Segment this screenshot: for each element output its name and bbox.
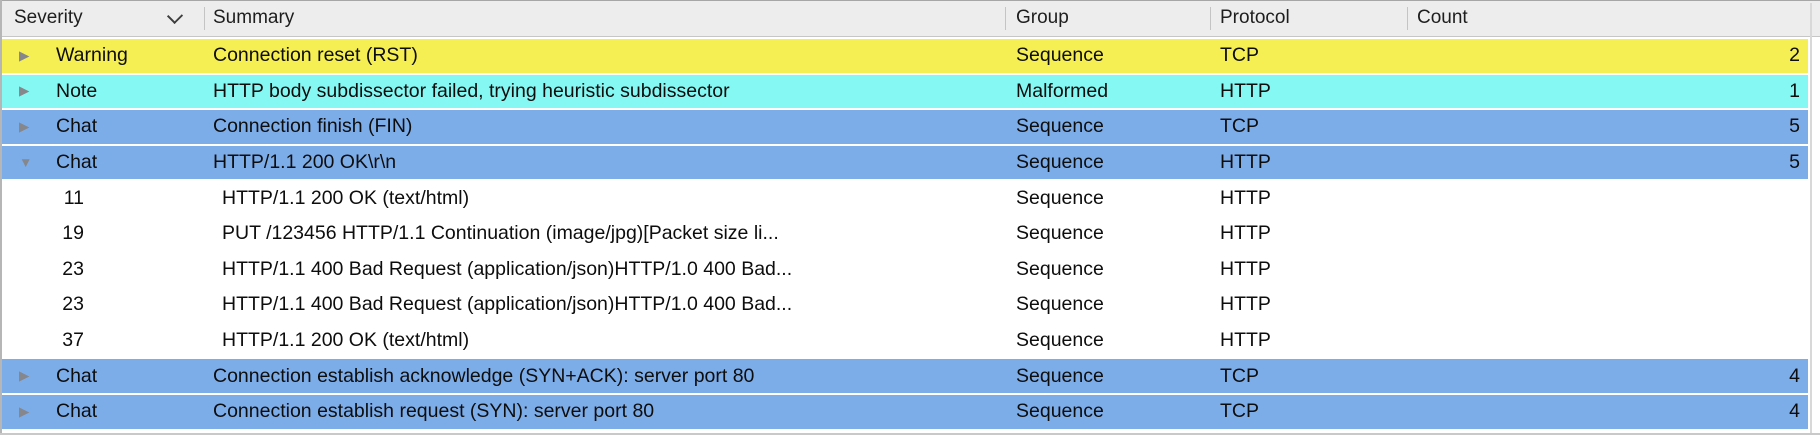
count-cell (1408, 324, 1808, 358)
severity-label: Note (56, 79, 98, 102)
group-cell: Sequence (1016, 44, 1104, 67)
expert-table-body: ▶ Warning Connection reset (RST) Sequenc… (0, 39, 1820, 431)
table-row[interactable]: 23 HTTP/1.1 400 Bad Request (application… (0, 252, 1808, 289)
protocol-cell: TCP (1220, 400, 1259, 423)
group-cell: Sequence (1016, 222, 1104, 245)
group-cell: Malformed (1016, 79, 1109, 102)
protocol-cell: HTTP (1220, 222, 1271, 245)
summary-cell: Connection finish (FIN) (213, 115, 413, 138)
group-cell: Sequence (1016, 400, 1104, 423)
table-row[interactable]: 19 PUT /123456 HTTP/1.1 Continuation (im… (0, 216, 1808, 253)
summary-cell: PUT /123456 HTTP/1.1 Continuation (image… (222, 222, 779, 245)
summary-cell: HTTP/1.1 200 OK (text/html) (222, 186, 470, 209)
column-header-severity-label: Severity (14, 7, 83, 29)
group-cell: Sequence (1016, 364, 1104, 387)
table-row[interactable]: ▶ Chat Connection establish request (SYN… (0, 394, 1808, 431)
protocol-cell: TCP (1220, 364, 1259, 387)
count-cell: 5 (1789, 151, 1800, 174)
group-cell: Sequence (1016, 257, 1104, 280)
column-header-summary[interactable]: Summary (205, 1, 1006, 36)
table-row[interactable]: ▶ Chat Connection establish acknowledge … (0, 359, 1808, 395)
count-cell (1408, 217, 1808, 251)
column-header-group[interactable]: Group (1006, 1, 1211, 36)
group-cell: Sequence (1016, 186, 1104, 209)
packet-number: 11 (63, 186, 84, 209)
collapse-arrow-icon[interactable]: ▼ (19, 155, 33, 171)
summary-cell: Connection establish request (SYN): serv… (213, 400, 655, 423)
table-header: Severity Summary Group Protocol Count (0, 0, 1820, 37)
summary-cell: HTTP/1.1 400 Bad Request (application/js… (222, 293, 793, 316)
table-left-border (0, 0, 2, 434)
summary-cell: HTTP/1.1 200 OK (text/html) (222, 329, 470, 352)
table-row[interactable]: ▼ Chat HTTP/1.1 200 OK\r\n Sequence HTTP… (0, 145, 1808, 182)
protocol-cell: HTTP (1220, 293, 1271, 316)
expand-arrow-icon[interactable]: ▶ (19, 403, 30, 419)
table-row[interactable]: ▶ Chat Connection finish (FIN) Sequence … (0, 110, 1808, 146)
column-header-summary-label: Summary (213, 7, 295, 29)
group-cell: Sequence (1016, 293, 1104, 316)
table-row[interactable]: 11 HTTP/1.1 200 OK (text/html) Sequence … (0, 181, 1808, 217)
count-cell: 4 (1789, 400, 1800, 423)
severity-cell: 11 (0, 181, 205, 215)
severity-cell: ▼ Chat (0, 146, 205, 180)
severity-cell: ▶ Chat (0, 395, 205, 429)
severity-cell: 23 (0, 288, 205, 322)
severity-cell: ▶ Note (0, 75, 205, 109)
table-row[interactable]: ▶ Note HTTP body subdissector failed, tr… (0, 74, 1808, 111)
table-bottom-border (0, 433, 1820, 435)
packet-number: 19 (62, 222, 84, 245)
summary-cell: Connection reset (RST) (213, 44, 418, 67)
summary-cell: HTTP/1.1 200 OK\r\n (213, 151, 397, 174)
packet-number: 37 (62, 329, 84, 352)
severity-label: Warning (56, 44, 128, 67)
count-cell (1408, 253, 1808, 287)
expand-arrow-icon[interactable]: ▶ (19, 368, 30, 384)
expand-arrow-icon[interactable]: ▶ (19, 118, 30, 134)
sort-chevron-down-icon (166, 7, 184, 24)
severity-cell: 37 (0, 324, 205, 358)
count-cell: 5 (1789, 115, 1800, 138)
severity-label: Chat (56, 400, 98, 423)
column-header-protocol[interactable]: Protocol (1211, 1, 1408, 36)
expand-arrow-icon[interactable]: ▶ (19, 83, 30, 99)
table-row[interactable]: 23 HTTP/1.1 400 Bad Request (application… (0, 288, 1808, 324)
column-header-group-label: Group (1016, 7, 1069, 29)
expand-arrow-icon[interactable]: ▶ (19, 47, 30, 63)
severity-label: Chat (56, 115, 98, 138)
column-header-count[interactable]: Count (1408, 1, 1808, 36)
summary-cell: HTTP/1.1 400 Bad Request (application/js… (222, 257, 793, 280)
column-header-severity[interactable]: Severity (0, 1, 205, 36)
severity-label: Chat (56, 364, 98, 387)
protocol-cell: HTTP (1220, 151, 1271, 174)
table-row[interactable]: 37 HTTP/1.1 200 OK (text/html) Sequence … (0, 323, 1808, 360)
severity-cell: ▶ Warning (0, 39, 205, 73)
severity-cell: ▶ Chat (0, 359, 205, 393)
count-cell (1408, 288, 1808, 322)
count-cell: 1 (1789, 79, 1800, 102)
summary-cell: Connection establish acknowledge (SYN+AC… (213, 364, 755, 387)
column-header-count-label: Count (1417, 7, 1468, 29)
column-header-protocol-label: Protocol (1220, 7, 1290, 29)
group-cell: Sequence (1016, 115, 1104, 138)
packet-number: 23 (62, 293, 84, 316)
protocol-cell: HTTP (1220, 329, 1271, 352)
protocol-cell: TCP (1220, 44, 1259, 67)
severity-cell: ▶ Chat (0, 110, 205, 144)
protocol-cell: HTTP (1220, 186, 1271, 209)
count-cell (1408, 181, 1808, 215)
severity-cell: 19 (0, 217, 205, 251)
group-cell: Sequence (1016, 329, 1104, 352)
packet-number: 23 (62, 257, 84, 280)
table-row[interactable]: ▶ Warning Connection reset (RST) Sequenc… (0, 39, 1808, 75)
severity-cell: 23 (0, 253, 205, 287)
table-right-separator (1810, 3, 1812, 433)
severity-label: Chat (56, 151, 98, 174)
protocol-cell: TCP (1220, 115, 1259, 138)
summary-cell: HTTP body subdissector failed, trying he… (213, 79, 730, 102)
count-cell: 2 (1789, 44, 1800, 67)
protocol-cell: HTTP (1220, 79, 1271, 102)
protocol-cell: HTTP (1220, 257, 1271, 280)
group-cell: Sequence (1016, 151, 1104, 174)
count-cell: 4 (1789, 364, 1800, 387)
